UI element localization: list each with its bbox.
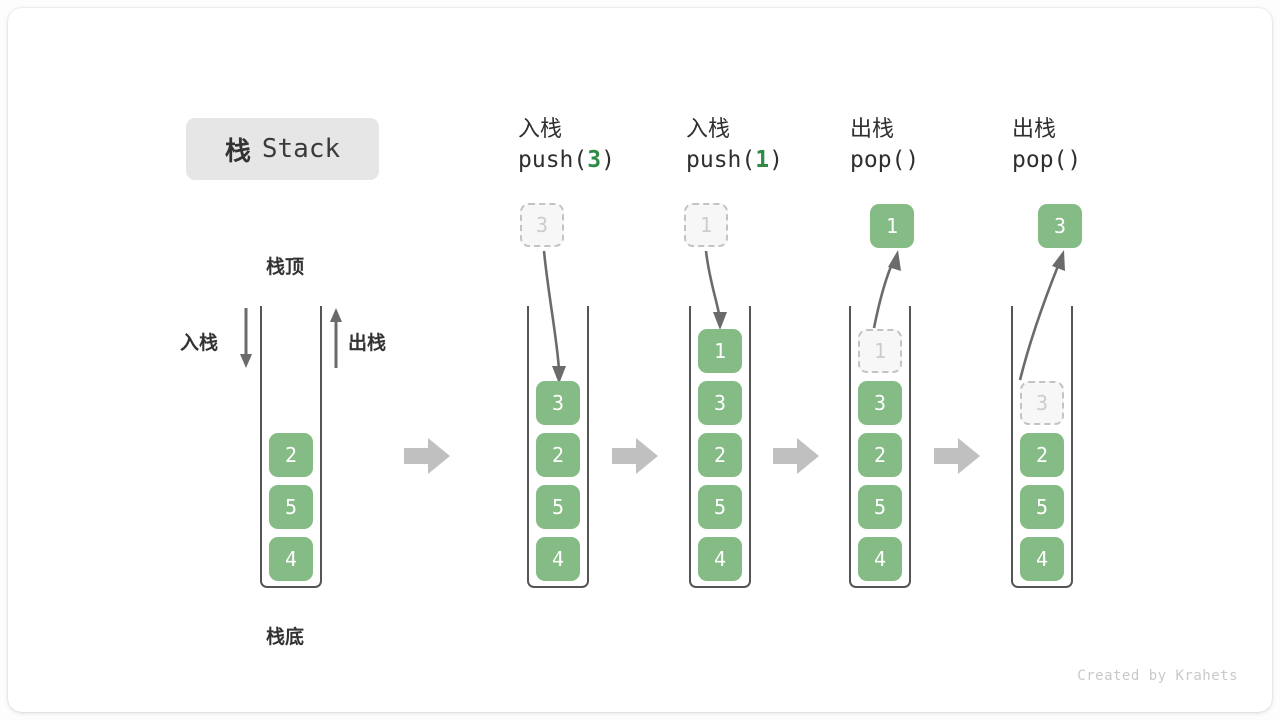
base-cell-1: 5 — [269, 485, 313, 529]
step-2-cell-0: 1 — [858, 329, 902, 373]
figure-title-en: Stack — [261, 134, 341, 164]
step-0-cell-3: 4 — [536, 537, 580, 581]
separator-arrow-2-icon — [773, 438, 819, 474]
step-1-op-cn: 入栈 — [686, 116, 731, 141]
step-1-stack-frame — [689, 306, 751, 588]
step-0-op-cn: 入栈 — [518, 116, 563, 141]
base-pop-label: 出栈 — [348, 333, 387, 354]
step-2-cell-1: 3 — [858, 381, 902, 425]
base-cell-0: 2 — [269, 433, 313, 477]
step-3-stack-frame — [1011, 306, 1073, 588]
step-0-code-suffix: ) — [601, 147, 615, 173]
step-3-cell-3: 4 — [1020, 537, 1064, 581]
step-3-cell-1: 2 — [1020, 433, 1064, 477]
stack-top-label: 栈顶 — [266, 257, 305, 278]
step-2-op-cn: 出栈 — [850, 116, 895, 141]
step-2-stack-frame — [849, 306, 911, 588]
step-2-heading: 出栈 pop() — [850, 114, 1020, 176]
step-1-floating-value: 1 — [684, 203, 728, 247]
step-2-cell-4: 4 — [858, 537, 902, 581]
step-0-cell-2: 5 — [536, 485, 580, 529]
base-pop-arrow-icon — [330, 308, 342, 368]
base-cell-2: 4 — [269, 537, 313, 581]
step-1-code-prefix: push( — [686, 147, 756, 173]
step-0-op-code: push(3) — [518, 144, 688, 176]
step-3-cell-0: 3 — [1020, 381, 1064, 425]
step-2-op-code: pop() — [850, 144, 1020, 176]
step-3-code-suffix: ) — [1067, 147, 1082, 173]
separator-arrow-3-icon — [934, 438, 980, 474]
step-0-cell-0: 3 — [536, 381, 580, 425]
figure-title-cn: 栈 — [224, 135, 252, 166]
diagram-canvas: 栈 Stack 栈顶 栈底 入栈 出栈 2 5 4 — [8, 8, 1272, 712]
step-2-code-suffix: ) — [905, 147, 920, 173]
base-stack-frame — [260, 306, 322, 588]
step-0-code-prefix: push( — [518, 147, 588, 173]
step-2-floating-value: 1 — [870, 204, 914, 248]
figure-title-chip: 栈 Stack — [186, 118, 379, 180]
step-3-op-cn: 出栈 — [1012, 116, 1057, 141]
step-2-cell-2: 2 — [858, 433, 902, 477]
step-1-cell-0: 1 — [698, 329, 742, 373]
step-1-code-suffix: ) — [769, 147, 783, 173]
step-1-cell-3: 5 — [698, 485, 742, 529]
base-push-arrow-icon — [240, 308, 252, 368]
step-3-heading: 出栈 pop() — [1012, 114, 1182, 176]
footer-credit: Created by Krahets — [1077, 668, 1238, 684]
step-3-op-code: pop() — [1012, 144, 1182, 176]
step-0-code-arg: 3 — [587, 147, 602, 173]
step-1-cell-4: 4 — [698, 537, 742, 581]
step-1-code-arg: 1 — [755, 147, 770, 173]
base-push-label: 入栈 — [180, 333, 219, 354]
step-2-cell-3: 5 — [858, 485, 902, 529]
stack-bottom-label: 栈底 — [266, 627, 305, 648]
step-0-heading: 入栈 push(3) — [518, 114, 688, 176]
step-1-cell-1: 3 — [698, 381, 742, 425]
separator-arrow-1-icon — [612, 438, 658, 474]
step-0-cell-1: 2 — [536, 433, 580, 477]
step-3-code-prefix: pop( — [1012, 147, 1068, 173]
step-3-cell-2: 5 — [1020, 485, 1064, 529]
step-0-floating-value: 3 — [520, 203, 564, 247]
step-3-floating-value: 3 — [1038, 204, 1082, 248]
step-1-cell-2: 2 — [698, 433, 742, 477]
separator-arrow-0-icon — [404, 438, 450, 474]
step-0-stack-frame — [527, 306, 589, 588]
step-1-heading: 入栈 push(1) — [686, 114, 856, 176]
step-2-code-prefix: pop( — [850, 147, 906, 173]
step-1-op-code: push(1) — [686, 144, 856, 176]
